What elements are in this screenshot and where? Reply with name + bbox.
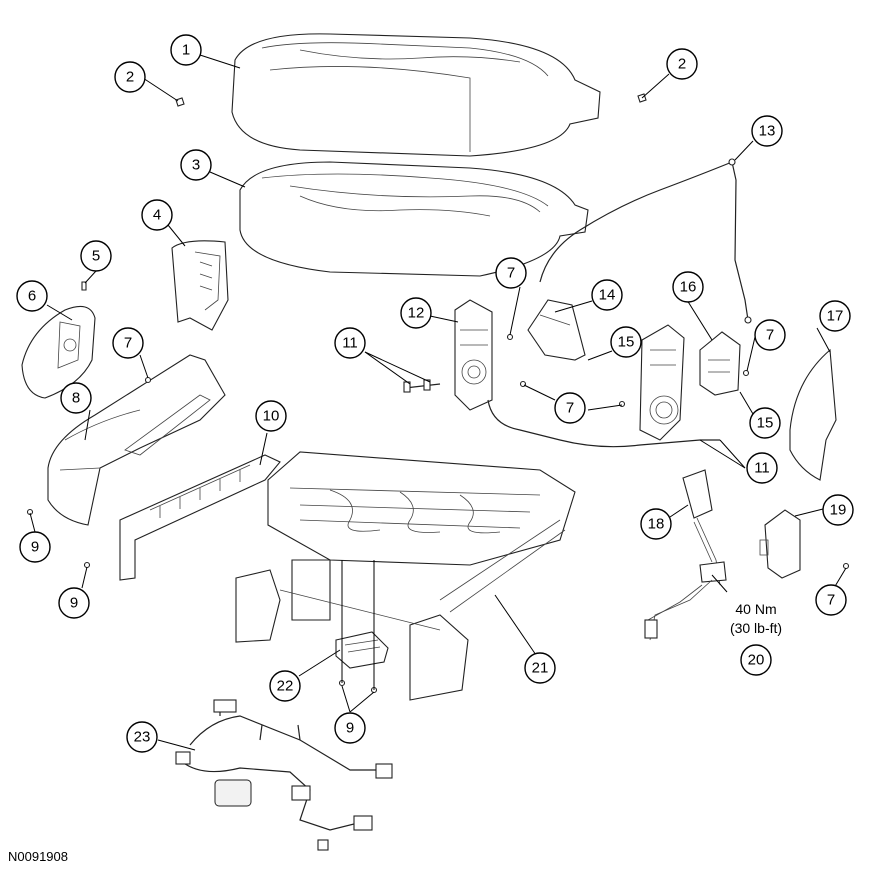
side-shield-part [47, 354, 226, 526]
cable-part [539, 158, 752, 324]
callout-15-right: 15 [749, 407, 781, 439]
svg-text:3: 3 [192, 157, 200, 174]
svg-text:8: 8 [72, 390, 80, 407]
svg-text:7: 7 [124, 335, 132, 352]
side-cover-part [171, 240, 229, 331]
callout-6: 6 [16, 280, 48, 312]
svg-text:19: 19 [830, 502, 847, 519]
svg-text:22: 22 [277, 678, 294, 695]
callout-4: 4 [141, 199, 173, 231]
svg-text:16: 16 [680, 279, 697, 296]
recliner-trim-part [21, 305, 96, 399]
callout-20: 20 [740, 644, 772, 676]
leader-lines [29, 54, 847, 751]
svg-text:10: 10 [263, 408, 280, 425]
callout-9-left: 9 [19, 531, 51, 563]
callout-21: 21 [524, 652, 556, 684]
callout-17: 17 [819, 300, 851, 332]
callout-7-b: 7 [495, 257, 527, 289]
callout-11-left: 11 [334, 327, 366, 359]
callout-12: 12 [400, 297, 432, 329]
svg-text:11: 11 [342, 335, 358, 352]
callout-9-bottom: 9 [334, 712, 366, 744]
svg-text:13: 13 [759, 123, 776, 140]
callout-2-left: 2 [114, 61, 146, 93]
callout-7-d: 7 [754, 319, 786, 351]
torque-metric: 40 Nm [735, 601, 776, 617]
recliner-mechanism-part [639, 324, 685, 441]
torque-imperial: (30 lb-ft) [730, 620, 782, 636]
callout-10: 10 [255, 400, 287, 432]
callout-8: 8 [60, 382, 92, 414]
svg-text:4: 4 [153, 207, 161, 224]
seat-motor-part [335, 631, 389, 669]
cover-part-19 [759, 509, 801, 579]
svg-text:23: 23 [134, 729, 151, 746]
callout-3: 3 [180, 149, 212, 181]
rear-trim-bar-part [119, 454, 281, 581]
callout-19: 19 [822, 494, 854, 526]
svg-text:2: 2 [126, 69, 134, 86]
svg-text:9: 9 [70, 595, 78, 612]
callout-7-e: 7 [815, 584, 847, 616]
svg-text:15: 15 [757, 415, 774, 432]
svg-text:14: 14 [599, 287, 616, 304]
callout-11-right: 11 [746, 452, 778, 484]
svg-text:5: 5 [92, 248, 100, 265]
seat-cushion-cover-part [231, 33, 601, 157]
adjuster-bracket-part [454, 299, 493, 411]
callout-13: 13 [751, 115, 783, 147]
callout-15-left: 15 [610, 326, 642, 358]
svg-text:11: 11 [754, 460, 770, 477]
bolt-part-5 [81, 281, 87, 291]
callout-22: 22 [269, 670, 301, 702]
callout-23: 23 [126, 721, 158, 753]
svg-text:20: 20 [748, 652, 765, 669]
callout-1: 1 [170, 34, 202, 66]
callout-7-c: 7 [554, 392, 586, 424]
callout-7-a: 7 [112, 327, 144, 359]
seat-cushion-pad-part [239, 161, 589, 277]
svg-text:12: 12 [408, 305, 425, 322]
bracket-part-14 [527, 299, 586, 361]
svg-text:21: 21 [532, 660, 549, 677]
svg-text:6: 6 [28, 288, 36, 305]
seat-belt-buckle-part [644, 469, 727, 641]
svg-text:18: 18 [648, 516, 665, 533]
callout-5: 5 [80, 240, 112, 272]
clip-fastener-left [175, 97, 185, 107]
wiring-harness-part [175, 699, 393, 851]
svg-text:9: 9 [346, 720, 354, 737]
svg-text:7: 7 [827, 592, 835, 609]
callout-18: 18 [640, 508, 672, 540]
svg-text:7: 7 [766, 327, 774, 344]
side-panel-part [789, 348, 837, 481]
svg-text:17: 17 [827, 308, 844, 325]
svg-text:9: 9 [31, 539, 39, 556]
svg-text:7: 7 [507, 265, 515, 282]
seat-frame-assembly-part [235, 451, 576, 701]
latch-bracket-part [699, 331, 741, 396]
callout-2-right: 2 [666, 48, 698, 80]
svg-text:15: 15 [618, 334, 635, 351]
callout-9-mid: 9 [58, 587, 90, 619]
svg-text:7: 7 [566, 400, 574, 417]
svg-text:2: 2 [678, 56, 686, 73]
callout-14: 14 [591, 279, 623, 311]
callout-16: 16 [672, 271, 704, 303]
figure-id: N0091908 [8, 849, 68, 864]
svg-text:1: 1 [182, 42, 190, 59]
